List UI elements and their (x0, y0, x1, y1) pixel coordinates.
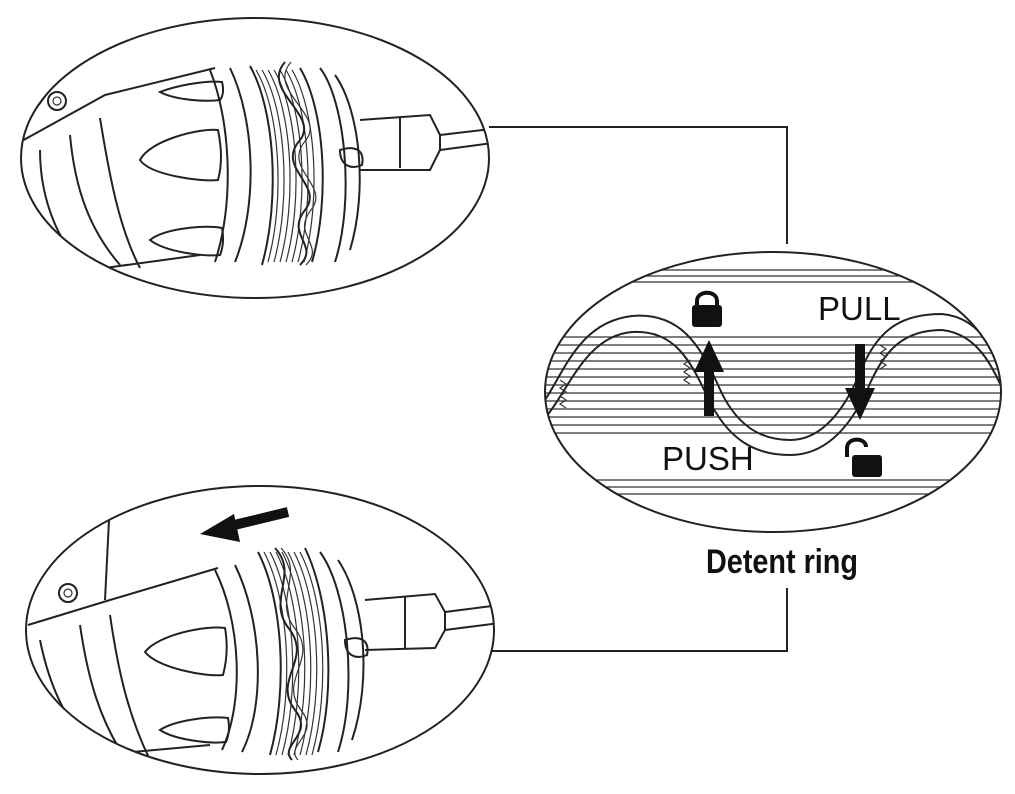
pull-label: PULL (818, 290, 901, 327)
padlock-locked-icon (692, 290, 722, 327)
top-tool-callout (20, 17, 490, 299)
push-label: PUSH (662, 440, 754, 477)
connector-lines (489, 126, 788, 652)
detent-ring-callout: PULL PUSH (544, 251, 1002, 533)
screw-icon (58, 583, 78, 603)
caption-detent-ring: Detent ring (706, 543, 858, 581)
arrow-down-icon (845, 344, 875, 420)
arrow-left-icon (200, 507, 290, 542)
bottom-tool-callout (25, 485, 495, 775)
arrow-up-icon (694, 340, 724, 416)
padlock-unlocked-icon (845, 437, 882, 477)
screw-icon (47, 91, 67, 111)
